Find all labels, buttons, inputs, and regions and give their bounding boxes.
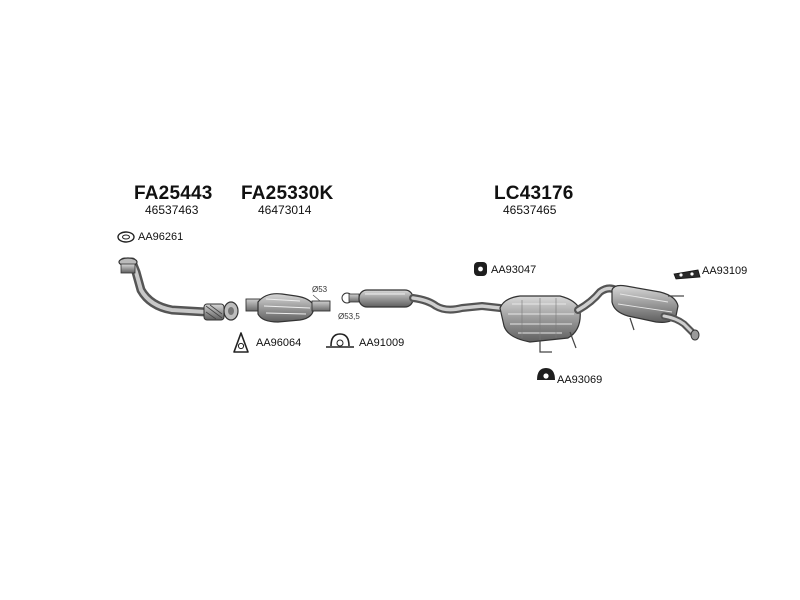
hanger-mid-icon[interactable]: [474, 262, 487, 276]
assembly-code-catalyst: FA25330K: [241, 183, 334, 204]
gasket-front-icon[interactable]: [117, 231, 135, 243]
hanger-rear-icon[interactable]: [673, 269, 701, 280]
part-label-hanger-mid: AA93047: [491, 264, 537, 276]
part-label-hanger-lower: AA93069: [557, 374, 603, 386]
flange-gasket-icon[interactable]: [233, 332, 249, 353]
middle-silencer-part[interactable]: [341, 289, 504, 314]
hanger-lower-icon[interactable]: [537, 368, 555, 380]
part-label-gasket-flange: AA96064: [256, 337, 302, 349]
part-label-clamp: AA91009: [359, 337, 405, 349]
part-label-hanger-rear: AA93109: [702, 265, 748, 277]
assembly-number-catalyst: 46473014: [258, 203, 312, 217]
catalytic-converter-part[interactable]: [245, 293, 331, 323]
box-muffler-part[interactable]: [499, 284, 620, 353]
clamp-icon[interactable]: [326, 333, 354, 348]
rear-silencer-part[interactable]: [611, 284, 700, 341]
dimension-label-53-5: Ø53,5: [338, 312, 360, 321]
assembly-number-front-pipe: 46537463: [145, 203, 199, 217]
part-label-gasket-front: AA96261: [138, 231, 184, 243]
assembly-number-silencer: 46537465: [503, 203, 557, 217]
assembly-code-front-pipe: FA25443: [134, 183, 213, 204]
assembly-code-silencer: LC43176: [494, 183, 574, 204]
dimension-label-53: Ø53: [312, 285, 328, 294]
front-pipe-part[interactable]: [118, 257, 239, 321]
